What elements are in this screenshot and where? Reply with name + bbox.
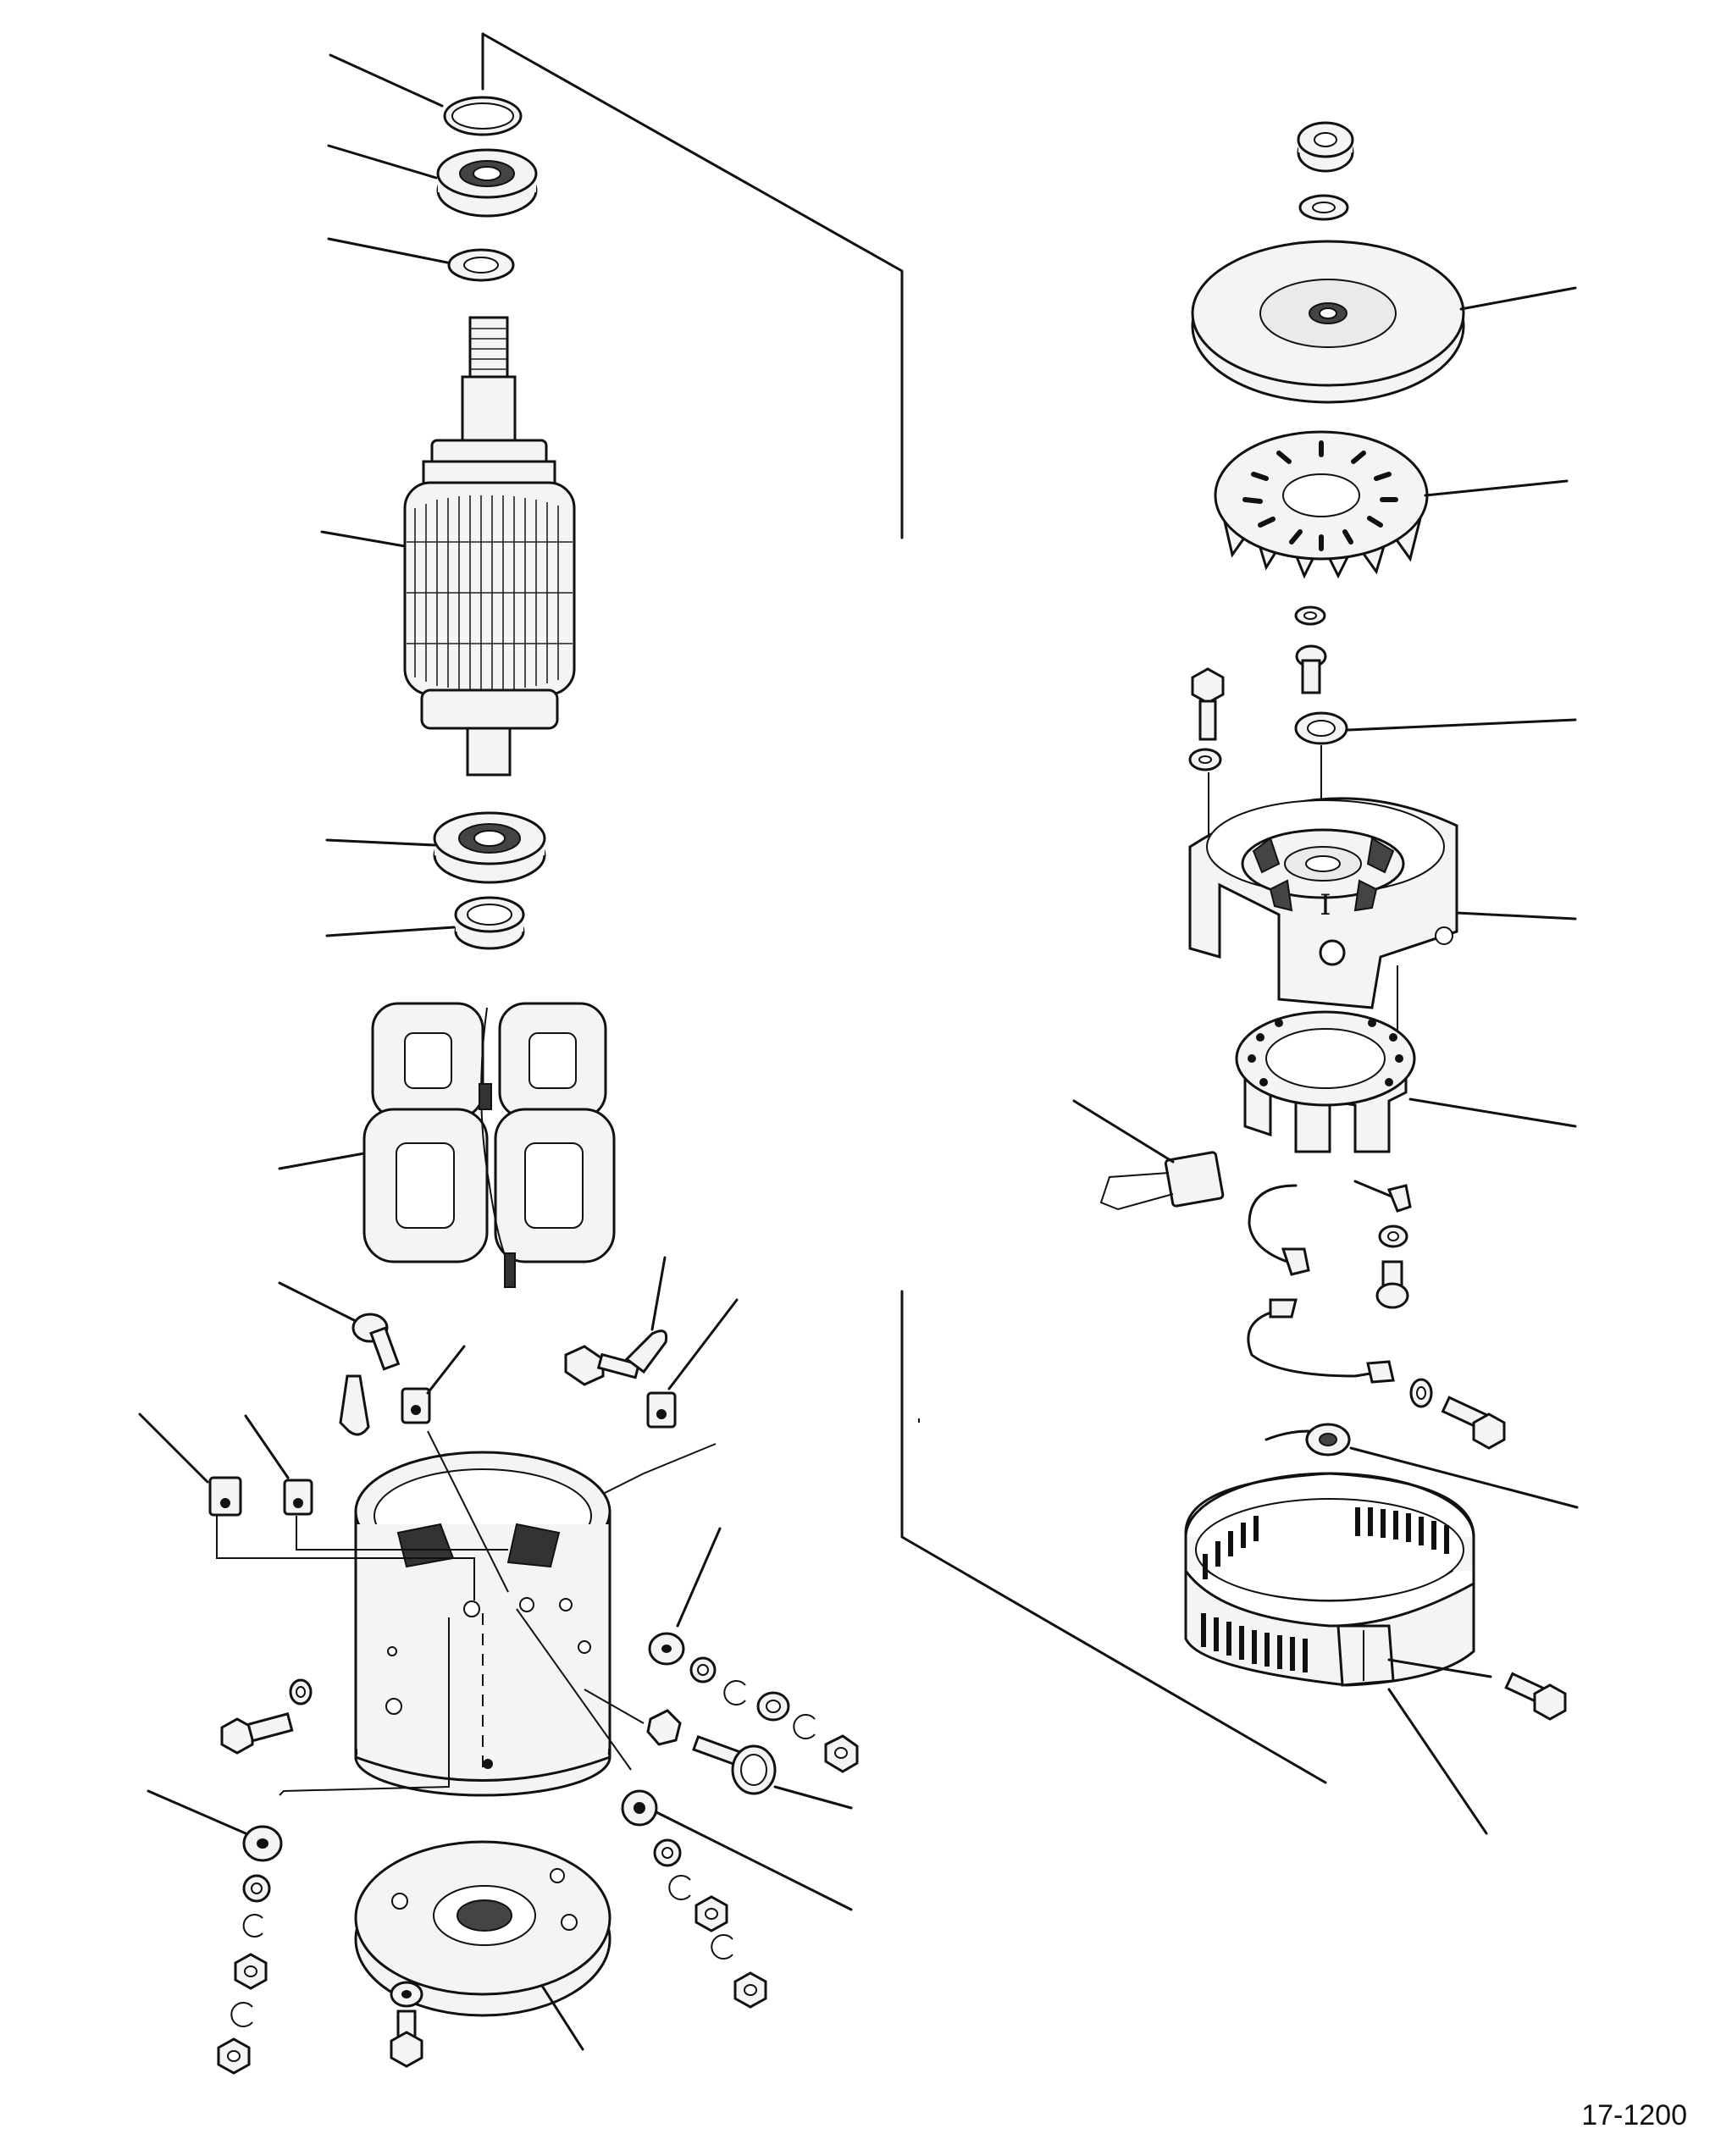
nut-clip-3	[138, 1412, 242, 1517]
field-coil-assembly	[278, 1002, 616, 1288]
terminal-lug-left	[339, 1374, 370, 1436]
pulley-washer	[1298, 194, 1349, 221]
fan	[1214, 430, 1569, 579]
brush-spring-lower	[1247, 1298, 1395, 1384]
end-frame-bolt	[390, 1981, 423, 2068]
bearing-bottom	[325, 811, 546, 884]
nut-clip-2	[524, 1298, 739, 1534]
bearing-top	[327, 144, 538, 218]
armature	[320, 316, 576, 777]
pulley-nut	[1297, 121, 1354, 173]
terminal-bolt-right	[564, 1256, 668, 1386]
brush-spring-upper	[1248, 1180, 1412, 1276]
bolt-right-lower	[1409, 1378, 1506, 1450]
svg-text:I: I	[1320, 888, 1331, 922]
bushing	[325, 896, 525, 950]
group-separator-lines	[481, 32, 1327, 1784]
drive-end-frame: I	[1188, 797, 1577, 1084]
end-frame-bottom	[354, 1840, 611, 2051]
pulley	[1191, 240, 1577, 404]
cover-band	[1184, 1472, 1492, 1835]
yoke-housing	[216, 1430, 611, 1797]
hardware-stack-middle	[516, 1608, 853, 2009]
nut-clip-4	[244, 1414, 313, 1516]
brush-holder	[1235, 1010, 1577, 1153]
spring-clip	[1264, 1423, 1579, 1509]
brush	[1072, 1099, 1225, 1211]
fan-lock-washer	[1294, 605, 1326, 626]
terminal-stud-right	[584, 1689, 853, 1810]
terminal-bolt	[278, 1281, 401, 1371]
figure-number: 17-1200	[1581, 2099, 1687, 2131]
hardware-stack-left	[147, 1617, 450, 2075]
spacer	[1208, 711, 1577, 855]
frame-bolt	[1188, 667, 1225, 771]
washer-top	[327, 237, 515, 282]
nut-clip-1	[401, 1345, 466, 1424]
bolt-left	[220, 1678, 313, 1755]
screw-right	[1375, 1260, 1409, 1309]
lock-washer-right	[1378, 1224, 1408, 1248]
hardware-stack-right	[648, 1527, 859, 1773]
cover-band-bolt	[1504, 1672, 1567, 1721]
o-ring	[329, 53, 523, 136]
fan-screw	[1295, 644, 1327, 694]
